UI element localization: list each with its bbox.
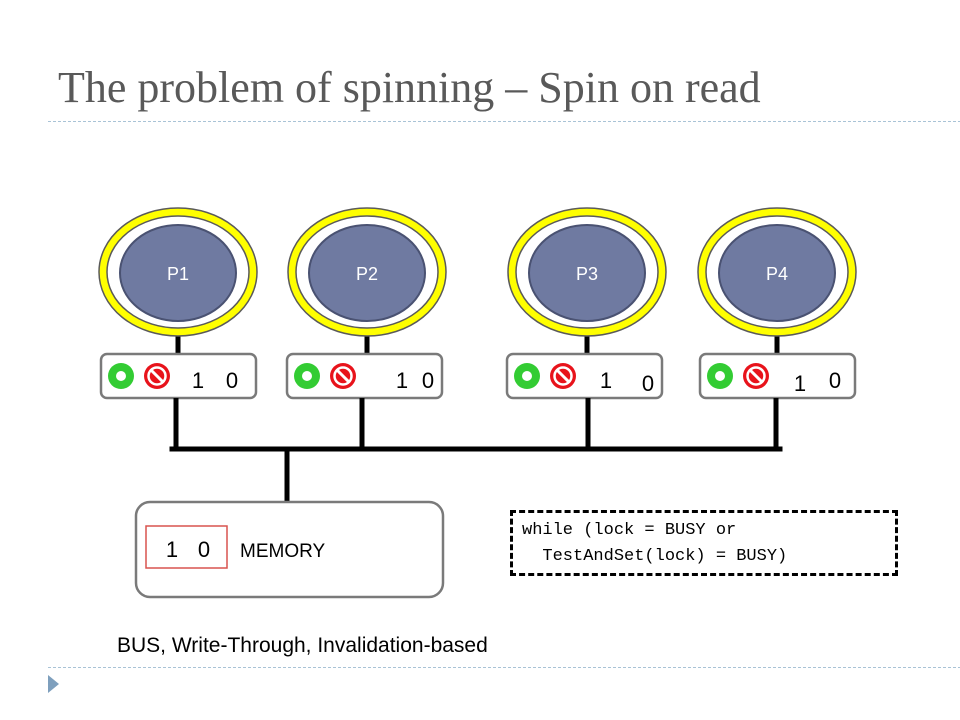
code-line-2: TestAndSet(lock) = BUSY) — [522, 547, 788, 566]
memory-value-2: 0 — [198, 537, 210, 562]
slide-caption: BUS, Write-Through, Invalidation-based — [117, 634, 488, 657]
processor-circle — [718, 224, 836, 322]
processor-circle — [308, 224, 426, 322]
processor-label: P1 — [167, 264, 189, 284]
slide-title: The problem of spinning – Spin on read — [58, 63, 761, 112]
cache-value-2: 0 — [642, 371, 654, 396]
stop-red-icon-ring — [746, 366, 766, 386]
memory-value-1: 1 — [166, 537, 178, 562]
bus-lines — [169, 398, 783, 502]
cache-value-1: 1 — [396, 368, 408, 393]
memory-value-box — [145, 525, 228, 569]
stop-red-icon-ring — [333, 366, 353, 386]
cache-value-1: 1 — [192, 368, 204, 393]
cache-value-1: 1 — [794, 371, 806, 396]
stop-red-icon-bar — [335, 368, 351, 384]
stop-red-icon-bar — [149, 368, 165, 384]
stop-red-icon-ring — [553, 366, 573, 386]
cache-box — [505, 352, 664, 400]
cache-value-2: 0 — [422, 368, 434, 393]
go-green-icon-center — [715, 371, 725, 381]
triangle-bullet-icon — [48, 675, 59, 693]
memory-label: MEMORY — [240, 541, 325, 562]
spin-code-box: while (lock = BUSY or TestAndSet(lock) =… — [510, 510, 898, 576]
code-line-1: while (lock = BUSY or — [522, 521, 737, 540]
processor-label: P3 — [576, 264, 598, 284]
processor-circle — [528, 224, 646, 322]
go-green-icon-center — [116, 371, 126, 381]
processor-label: P2 — [356, 264, 378, 284]
title-divider — [48, 121, 960, 122]
footer-divider — [48, 667, 960, 668]
processor-3: P3 1 0 — [505, 207, 667, 400]
go-green-icon-center — [522, 371, 532, 381]
go-green-icon-center — [302, 371, 312, 381]
cache-value-2: 0 — [829, 368, 841, 393]
processor-circle — [119, 224, 237, 322]
cache-value-2: 0 — [226, 368, 238, 393]
processor-label: P4 — [766, 264, 788, 284]
cache-value-1: 1 — [600, 368, 612, 393]
stop-red-icon-ring — [147, 366, 167, 386]
stop-red-icon-bar — [555, 368, 571, 384]
stop-red-icon-bar — [748, 368, 764, 384]
